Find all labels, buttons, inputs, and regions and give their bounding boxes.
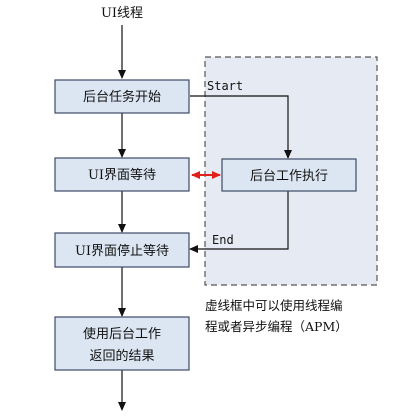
svg-text:UI界面停止等待: UI界面停止等待 xyxy=(75,243,169,259)
end-label: End xyxy=(212,233,234,247)
dashed-region-note-line2: 程或者异步编程（APM） xyxy=(205,319,348,334)
svg-text:后台工作执行: 后台工作执行 xyxy=(250,169,328,184)
svg-text:返回的结果: 返回的结果 xyxy=(89,348,154,364)
node-ui-wait: UI界面等待 xyxy=(54,157,190,192)
end-connector xyxy=(189,191,289,253)
node-ui-stop-wait: UI界面停止等待 xyxy=(54,232,190,268)
svg-text:后台任务开始: 后台任务开始 xyxy=(83,89,161,105)
dashed-region-note-line1: 虚线框中可以使用线程编 xyxy=(205,298,343,313)
ui-thread-label: UI线程 xyxy=(101,6,143,21)
svg-text:使用后台工作: 使用后台工作 xyxy=(83,326,161,342)
start-connector xyxy=(190,95,292,159)
node-use-result: 使用后台工作 返回的结果 xyxy=(54,316,190,371)
svg-text:UI界面等待: UI界面等待 xyxy=(88,167,156,183)
start-label: Start xyxy=(207,79,243,93)
node-bg-execute: 后台工作执行 xyxy=(221,158,357,192)
node-start-task: 后台任务开始 xyxy=(54,79,190,114)
